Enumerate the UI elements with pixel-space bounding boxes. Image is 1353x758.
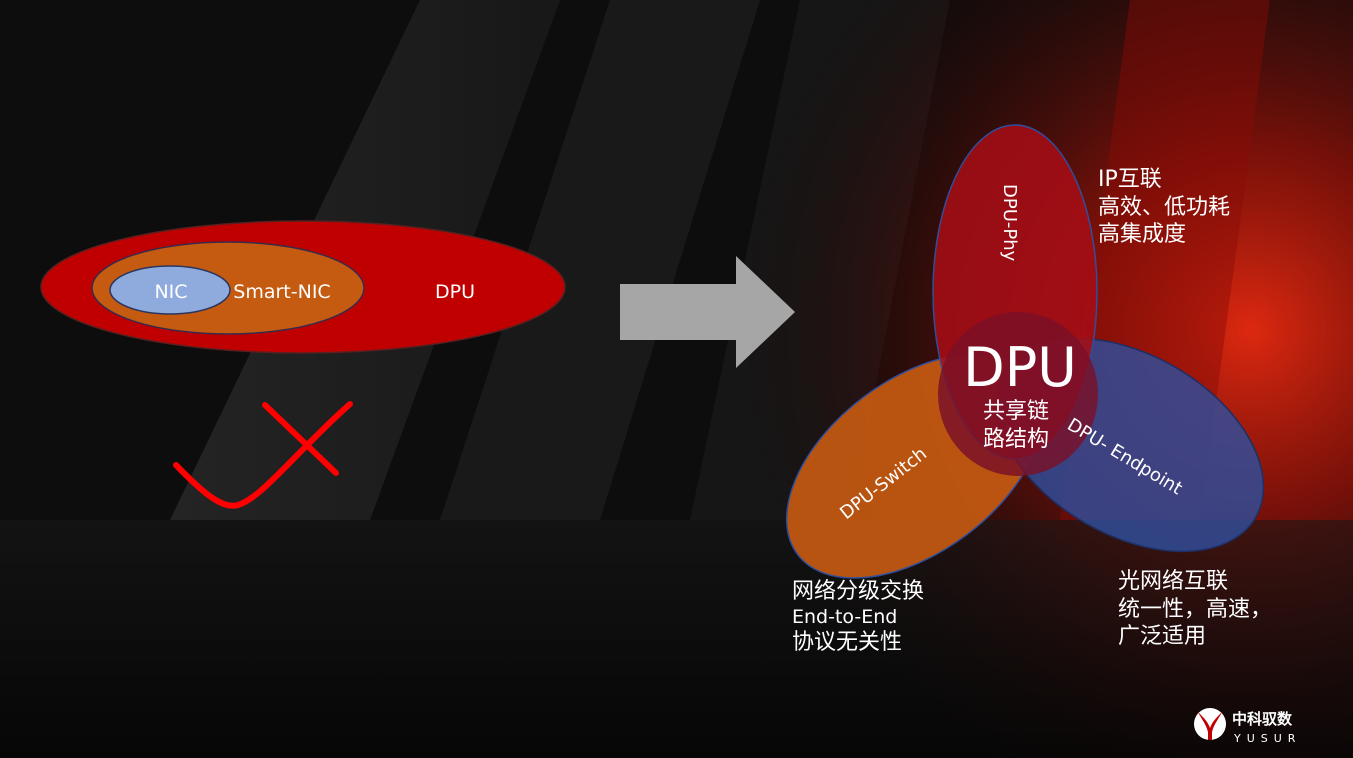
dpu-core-ellipse: [938, 312, 1098, 476]
venn-diagram: DPU-Phy DPU-Switch DPU- Endpoint DPU 共享链…: [785, 124, 1265, 579]
endpoint-notes: 光网络互联 统一性，高速， 广泛适用: [1118, 568, 1272, 651]
endpoint-note-line: 广泛适用: [1118, 624, 1207, 649]
dpu-center-title: DPU: [963, 336, 1077, 399]
phy-note-line: 高效、低功耗: [1098, 194, 1231, 220]
switch-note-line: End-to-End: [792, 605, 898, 628]
phy-notes: IP互联 高效、低功耗 高集成度: [1098, 166, 1230, 249]
switch-notes: 网络分级交换 End-to-End 协议无关性: [792, 578, 924, 657]
dpu-center-sub-1: 共享链: [983, 399, 1049, 424]
yusur-logo-icon: [1194, 708, 1226, 740]
phy-note-line: 高集成度: [1098, 222, 1187, 247]
dpu-phy-label: DPU-Phy: [999, 184, 1020, 262]
company-logo: 中科驭数 YUSUR: [1194, 708, 1301, 745]
switch-note-line: 协议无关性: [792, 630, 903, 656]
endpoint-note-line: 统一性，高速，: [1118, 596, 1273, 622]
left-diagram: NIC Smart-NIC DPU: [40, 220, 566, 354]
endpoint-note-line: 光网络互联: [1118, 569, 1229, 594]
right-arrow-icon: [620, 256, 795, 368]
check-cross-icon: [173, 401, 353, 509]
dpu-center-sub-2: 路结构: [983, 427, 1049, 452]
nic-ellipse: [109, 265, 231, 315]
nic-label: NIC: [154, 281, 187, 303]
logo-name-en: YUSUR: [1233, 732, 1301, 745]
smart-nic-label: Smart-NIC: [233, 281, 330, 303]
phy-note-line: IP互联: [1098, 167, 1162, 192]
dpu-label: DPU: [435, 281, 475, 303]
logo-name-cn: 中科驭数: [1232, 710, 1293, 728]
switch-note-line: 网络分级交换: [792, 579, 925, 604]
